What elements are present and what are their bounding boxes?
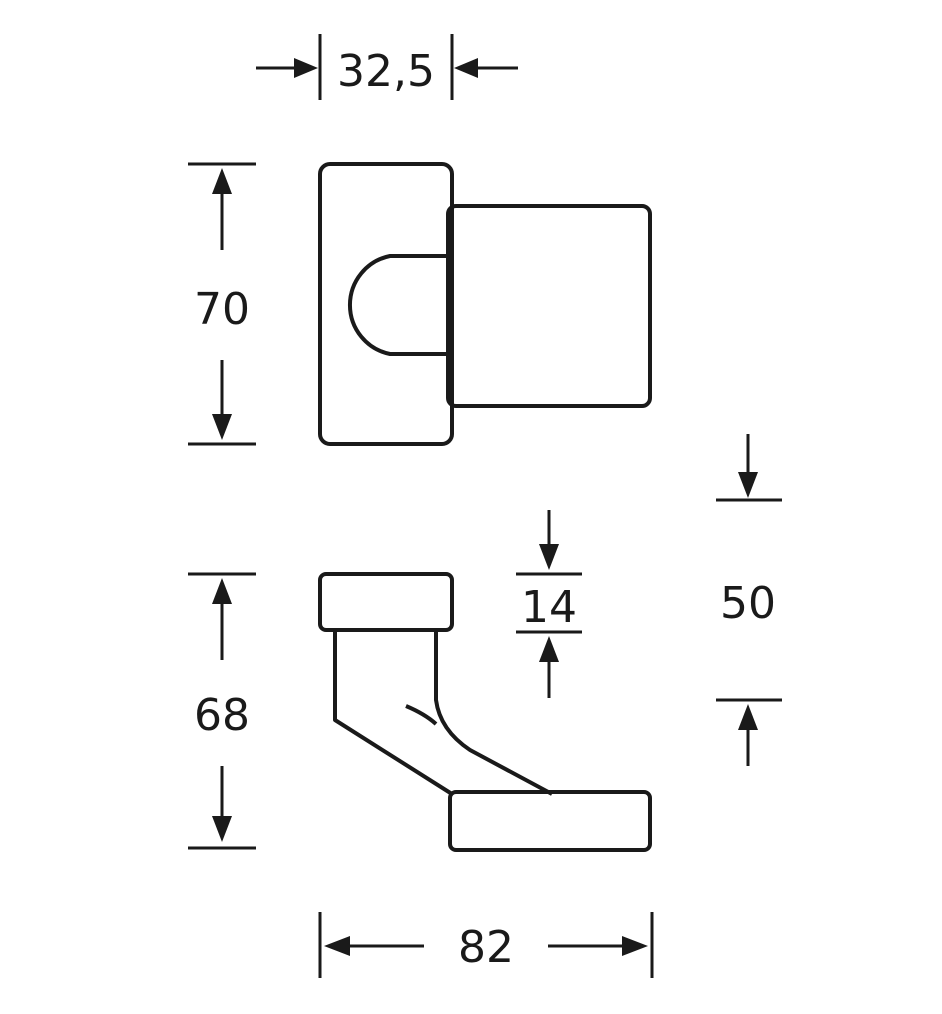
arrowhead-right-icon — [622, 936, 648, 956]
dimension-rosette-thickness: 14 — [516, 510, 582, 698]
front-view — [318, 162, 652, 446]
arrowhead-up-icon — [212, 168, 232, 194]
arrowhead-down-icon — [212, 414, 232, 440]
lever-grip-side — [448, 790, 652, 852]
rosette-side — [318, 572, 454, 632]
dimension-height-side: 68 — [188, 572, 256, 850]
dim-label-depth-top: 32,5 — [337, 46, 435, 97]
arrowhead-down-icon — [539, 544, 559, 570]
arrowhead-down-icon — [212, 816, 232, 842]
arrowhead-left-icon — [324, 936, 350, 956]
dim-label-rosette-thickness: 14 — [521, 582, 577, 633]
arrowhead-up-icon — [539, 636, 559, 662]
arrowhead-up-icon — [212, 578, 232, 604]
lever-shank-side — [333, 630, 553, 796]
lever-shank-detail — [405, 704, 438, 726]
arrowhead-down-icon — [738, 472, 758, 498]
dim-label-height-side: 68 — [194, 690, 250, 741]
dimension-lever-offset: 50 — [716, 434, 782, 766]
dim-label-lever-offset: 50 — [720, 578, 776, 629]
dim-label-width-bottom: 82 — [458, 922, 514, 973]
arrowhead-up-icon — [738, 704, 758, 730]
dim-label-height-top: 70 — [194, 284, 250, 335]
lever-front — [446, 204, 652, 408]
arrowhead-right-icon — [294, 58, 318, 78]
side-view — [318, 572, 652, 852]
arrowhead-left-icon — [454, 58, 478, 78]
lever-neck-front — [347, 254, 448, 356]
dimension-depth-top: 32,5 — [256, 34, 518, 100]
dimension-height-top: 70 — [188, 162, 256, 446]
dimension-width-bottom: 82 — [318, 912, 654, 978]
rosette-front — [318, 162, 454, 446]
